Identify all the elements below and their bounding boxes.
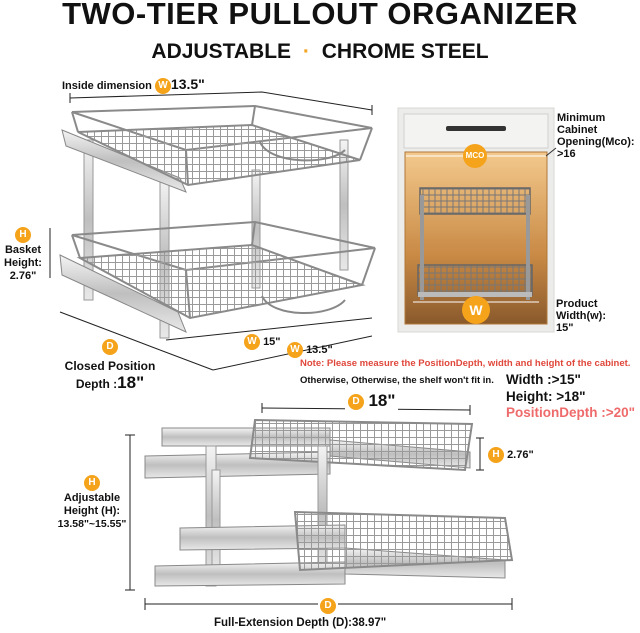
req-depth-label: PositionDepth [506, 405, 598, 420]
width-13-5-value: 13.5" [306, 343, 333, 356]
depth-label: Depth : [75, 377, 118, 391]
req-height-value: >18" [556, 389, 586, 404]
subtitle-chrome-steel: CHROME STEEL [321, 40, 489, 63]
depth-badge-icon: D [102, 338, 118, 355]
basket-height-value: 2.76" [9, 270, 37, 282]
extended-depth-badge-icon: D [348, 393, 364, 410]
extended-depth-value: 18" [368, 391, 396, 410]
product-width-badge-icon: W [462, 296, 490, 324]
basket-height-2-value: 2.76" [507, 448, 534, 461]
req-height-label: Height: [506, 389, 553, 404]
extended-top-depth: D 18" [345, 391, 399, 411]
page-subtitle: ADJUSTABLE · CHROME STEEL [0, 40, 640, 64]
width-13-5-badge-icon: W [287, 342, 303, 358]
height-badge-icon: H [15, 226, 31, 243]
adjustable-height-badge-icon: H [84, 474, 100, 491]
adjustable-label: Adjustable [63, 492, 121, 504]
full-extension-badge: D [318, 597, 338, 615]
width-badge-icon: W [154, 78, 171, 95]
note-line-1: Note: Please measure the PositionDepth, … [300, 358, 631, 369]
note-line-2: Otherwise, Otherwise, the shelf won't fi… [300, 375, 494, 386]
product-width: Product Width(w): 15" [556, 298, 626, 334]
organizer-illustration-top [49, 91, 376, 371]
subtitle-separator: · [302, 40, 310, 63]
page-title: TWO-TIER PULLOUT ORGANIZER [62, 0, 578, 31]
req-width-label: Width [506, 372, 544, 387]
min-opening-value: >16 [557, 148, 576, 160]
req-depth: PositionDepth :>20" [506, 404, 635, 421]
closed-position-label: Closed Position [64, 359, 156, 373]
adjustable-height-range: 13.58"~15.55" [57, 518, 127, 530]
req-depth-value: :>20" [601, 405, 636, 420]
width-15: W 15" [244, 334, 281, 350]
adjustable-height: H Adjustable Height (H): 13.58"~15.55" [52, 474, 132, 531]
req-width: Width :>15" [506, 371, 581, 388]
adjustable-height-label: Height (H): [63, 505, 121, 517]
organizer-illustration-extended [125, 403, 514, 610]
basket-height: H Basket Height: 2.76" [0, 226, 46, 283]
req-width-value: :>15" [547, 372, 581, 387]
minimum-cabinet-opening: Minimum Cabinet Opening(Mco): >16 [557, 112, 637, 160]
full-extension-badge-icon: D [320, 597, 336, 614]
product-width-value: 15" [556, 322, 574, 334]
inside-dimension-value: 13.5" [170, 76, 205, 92]
product-width-label: Product Width(w): [556, 298, 606, 322]
basket-height-label: Basket Height: [4, 244, 42, 269]
basket-height-2: H 2.76" [488, 447, 534, 463]
width-13-5: W 13.5" [287, 342, 333, 358]
basket-height-2-badge-icon: H [488, 447, 504, 463]
mco-badge-icon: MCO [463, 144, 487, 168]
width-15-badge-icon: W [244, 334, 260, 350]
closed-position-depth: D Closed Position Depth :18" [40, 338, 180, 391]
closed-depth-value: 18" [117, 373, 145, 392]
min-opening-label: Minimum Cabinet Opening(Mco): [557, 112, 635, 148]
req-height: Height: >18" [506, 388, 586, 405]
full-extension-depth: Full-Extension Depth (D):38.97" [214, 617, 387, 629]
subtitle-adjustable: ADJUSTABLE [151, 40, 292, 63]
inside-dimension-label: Inside dimension [62, 80, 152, 92]
width-15-value: 15" [263, 335, 281, 348]
